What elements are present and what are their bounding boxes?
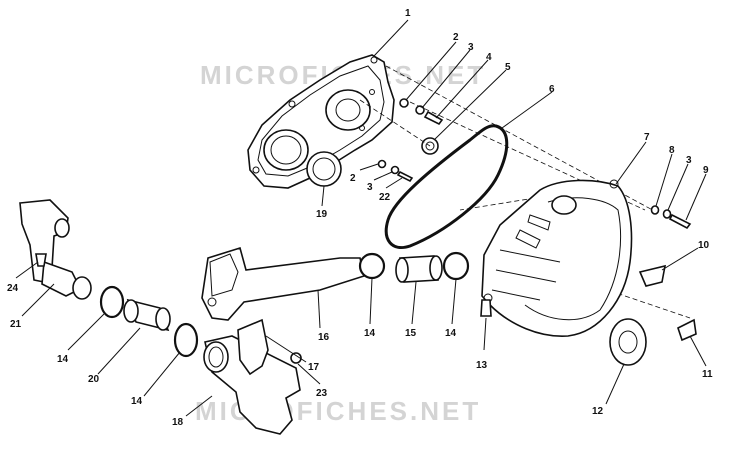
leader-lines bbox=[15, 19, 707, 417]
clamp-14-c bbox=[358, 252, 386, 280]
callout-15: 15 bbox=[405, 328, 417, 339]
callout-23: 23 bbox=[316, 388, 328, 399]
inner-clutch-cover bbox=[247, 54, 395, 189]
callout-numbers: 1 2 3 4 5 6 7 8 3 9 10 11 12 13 14 15 14… bbox=[7, 8, 713, 428]
callout-4: 4 bbox=[486, 52, 492, 63]
callout-18: 18 bbox=[172, 417, 184, 428]
callout-3-lower: 3 bbox=[367, 182, 373, 193]
plate-11 bbox=[677, 318, 697, 342]
clamp-14-b bbox=[173, 322, 199, 358]
callout-1: 1 bbox=[405, 8, 411, 19]
callout-6: 6 bbox=[549, 84, 555, 95]
hardware-right bbox=[650, 205, 692, 230]
callout-3: 3 bbox=[468, 42, 474, 53]
callout-2-lower: 2 bbox=[350, 173, 356, 184]
callout-24: 24 bbox=[7, 283, 19, 294]
seal-19 bbox=[306, 151, 342, 187]
callout-13: 13 bbox=[476, 360, 488, 371]
clamp-14-d bbox=[442, 251, 470, 281]
callout-20: 20 bbox=[88, 374, 100, 385]
callout-17: 17 bbox=[308, 362, 320, 373]
callout-8: 8 bbox=[669, 145, 675, 156]
callout-14-left: 14 bbox=[57, 354, 69, 365]
duct-16 bbox=[201, 246, 365, 321]
callout-14-low: 14 bbox=[131, 396, 143, 407]
screw-24 bbox=[35, 253, 47, 267]
disc-12 bbox=[609, 318, 647, 366]
callout-12: 12 bbox=[592, 406, 604, 417]
callout-7: 7 bbox=[644, 132, 650, 143]
callout-14-mid-right: 14 bbox=[445, 328, 457, 339]
hardware-lower bbox=[377, 159, 414, 183]
hardware-upper bbox=[399, 98, 444, 155]
callout-16: 16 bbox=[318, 332, 330, 343]
clamp-14-a bbox=[99, 285, 125, 319]
duct-18 bbox=[203, 335, 302, 435]
bracket-17 bbox=[237, 318, 269, 376]
drive-belt bbox=[384, 124, 509, 249]
callout-2: 2 bbox=[453, 32, 459, 43]
callout-21: 21 bbox=[10, 319, 22, 330]
callout-3-right: 3 bbox=[686, 155, 692, 166]
intake-duct-21 bbox=[19, 199, 92, 300]
outer-clutch-cover bbox=[481, 179, 633, 337]
callout-10: 10 bbox=[698, 240, 710, 251]
bolt-13 bbox=[480, 299, 492, 317]
callout-5: 5 bbox=[505, 62, 511, 73]
callout-11: 11 bbox=[702, 369, 713, 380]
callout-22: 22 bbox=[379, 192, 391, 203]
callout-9: 9 bbox=[703, 165, 709, 176]
tube-15 bbox=[395, 255, 443, 283]
callout-19: 19 bbox=[316, 209, 328, 220]
decal-10 bbox=[638, 264, 667, 287]
tube-20 bbox=[123, 298, 171, 332]
callout-14-mid-left: 14 bbox=[364, 328, 376, 339]
